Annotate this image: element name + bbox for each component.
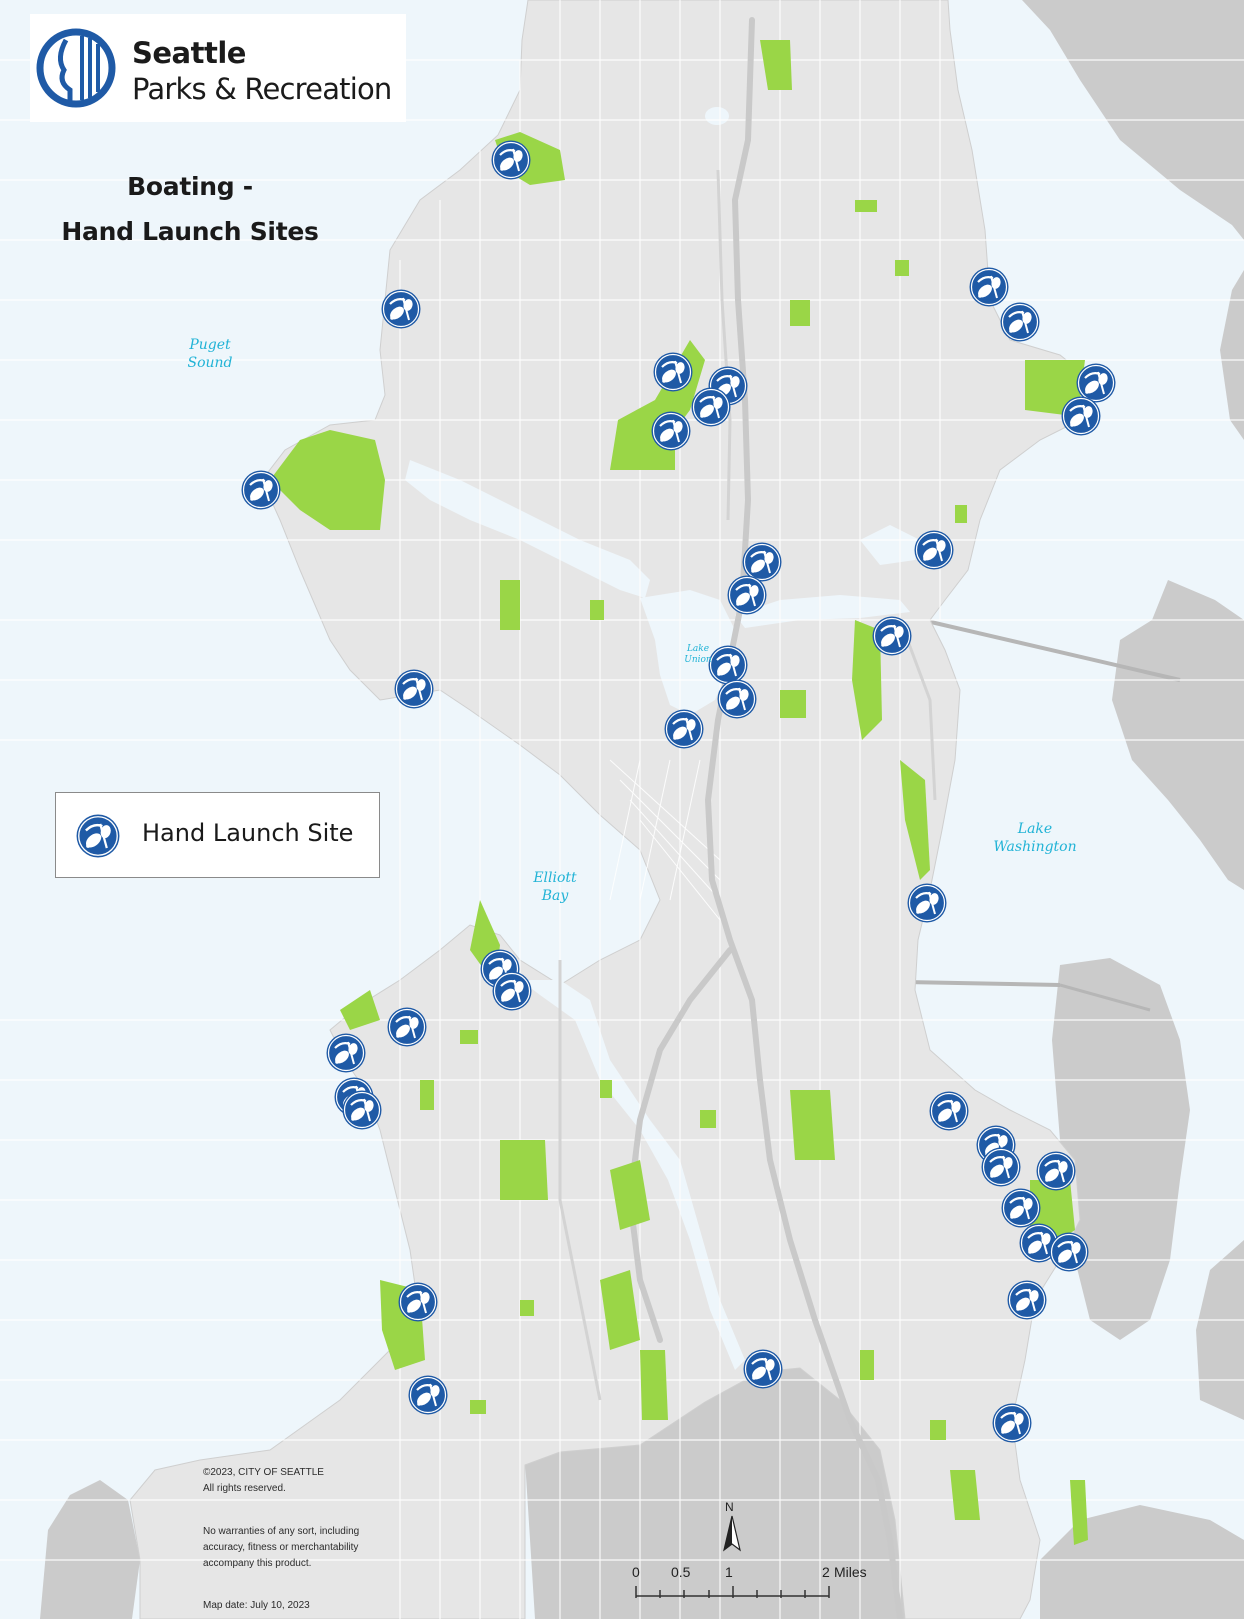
warranty-line: accompany this product. (203, 1558, 312, 1569)
water-label-elliott-bay: Elliott Bay (520, 869, 590, 905)
water-label-line: Elliott (533, 870, 577, 886)
scale-label-1: 1 (725, 1564, 733, 1580)
hand-launch-site-marker[interactable] (408, 1375, 448, 1415)
hand-launch-site-marker[interactable] (664, 709, 704, 749)
rights-line: All rights reserved. (203, 1483, 286, 1494)
hand-launch-site-marker[interactable] (1000, 302, 1040, 342)
hand-launch-site-marker[interactable] (1061, 396, 1101, 436)
hand-launch-site-marker[interactable] (398, 1282, 438, 1322)
hand-launch-site-marker[interactable] (727, 575, 767, 615)
legend: Hand Launch Site (55, 792, 380, 878)
hand-launch-site-marker[interactable] (969, 267, 1009, 307)
hand-launch-site-marker[interactable] (717, 679, 757, 719)
hand-launch-site-marker[interactable] (1036, 1151, 1076, 1191)
highways (626, 17, 903, 1619)
major-roads (558, 169, 937, 1401)
water-label-line: Bay (541, 888, 569, 904)
hand-launch-site-marker[interactable] (872, 616, 912, 656)
north-arrow-icon (723, 1515, 741, 1552)
hand-launch-site-marker[interactable] (387, 1007, 427, 1047)
water-label-lake-washington: Lake Washington (980, 820, 1090, 856)
water-label-line: Union (684, 655, 712, 665)
hand-launch-site-marker[interactable] (394, 669, 434, 709)
warranty-line: No warranties of any sort, including (203, 1526, 360, 1537)
logo-line2: Parks & Recreation (132, 72, 392, 106)
logo: Seattle Parks & Recreation (30, 14, 406, 122)
water-label-lake-union: Lake Union (683, 644, 713, 666)
title-line1: Boating - (127, 172, 253, 201)
warranty-line: accuracy, fitness or merchantability (203, 1542, 359, 1553)
hand-launch-site-marker[interactable] (653, 352, 693, 392)
map-title: Boating - Hand Launch Sites (40, 164, 340, 254)
hand-launch-site-marker[interactable] (708, 645, 748, 685)
water-label-line: Lake (1017, 821, 1053, 837)
copyright-line: ©2023, CITY OF SEATTLE (203, 1467, 324, 1478)
kayak-paddle-icon (76, 814, 120, 858)
scale-label-0: 0 (632, 1564, 640, 1580)
logo-line1: Seattle (132, 36, 246, 70)
water-label-line: Sound (187, 355, 233, 371)
water-label-line: Washington (993, 839, 1077, 855)
scale-label-0-5: 0.5 (671, 1564, 691, 1580)
seattle-landmass (129, 0, 1086, 1619)
hand-launch-site-marker[interactable] (1007, 1280, 1047, 1320)
hand-launch-site-marker[interactable] (492, 971, 532, 1011)
hand-launch-site-marker[interactable] (1049, 1232, 1089, 1272)
water-label-line: Lake (686, 644, 710, 654)
scale-bar (635, 1586, 830, 1598)
water-label-line: Puget (189, 337, 231, 353)
hand-launch-site-marker[interactable] (342, 1090, 382, 1130)
hand-launch-site-marker[interactable] (1001, 1188, 1041, 1228)
legend-label: Hand Launch Site (142, 819, 354, 847)
title-line2: Hand Launch Sites (61, 217, 319, 246)
bridges (904, 614, 1181, 1012)
hand-launch-site-marker[interactable] (691, 387, 731, 427)
hand-launch-site-marker[interactable] (651, 411, 691, 451)
copyright-note: ©2023, CITY OF SEATTLE All rights reserv… (203, 1465, 324, 1497)
water-label-puget-sound: Puget Sound (175, 336, 245, 372)
seattle-seal-icon (36, 28, 116, 108)
hand-launch-site-marker[interactable] (381, 289, 421, 329)
hand-launch-site-marker[interactable] (929, 1091, 969, 1131)
hand-launch-site-marker[interactable] (241, 470, 281, 510)
hand-launch-site-marker[interactable] (326, 1033, 366, 1073)
hand-launch-site-marker[interactable] (907, 883, 947, 923)
scale-unit: Miles (834, 1564, 867, 1580)
scale-label-2: 2 (822, 1564, 830, 1580)
hand-launch-site-marker[interactable] (491, 140, 531, 180)
hand-launch-site-marker[interactable] (743, 1349, 783, 1389)
north-label: N (725, 1500, 734, 1514)
warranty-note: No warranties of any sort, including acc… (203, 1524, 359, 1572)
downtown-grid (609, 759, 721, 921)
hand-launch-site-marker[interactable] (914, 530, 954, 570)
hand-launch-site-marker[interactable] (981, 1147, 1021, 1187)
map-date: Map date: July 10, 2023 (203, 1600, 310, 1611)
hand-launch-site-marker[interactable] (992, 1403, 1032, 1443)
